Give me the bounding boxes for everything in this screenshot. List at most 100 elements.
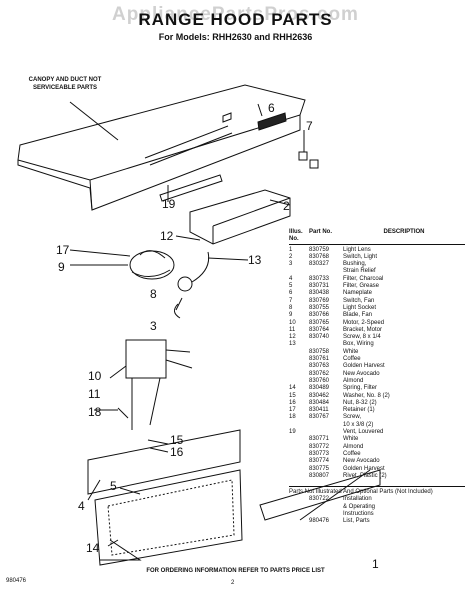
model-subtitle: For Models: RHH2630 and RHH2636 (158, 32, 313, 42)
cell-illus-no (289, 444, 309, 451)
cell-description: New Avocado (343, 458, 380, 465)
nameplate (257, 112, 287, 131)
cell-part-no: 830438 (309, 290, 330, 297)
cell-part-no: 830327 (309, 261, 330, 268)
cell-description: Rivet, Plastic (2) (343, 472, 387, 479)
table-row: 830762 New Avocado (289, 371, 465, 378)
cell-description: & Operating (343, 503, 376, 510)
cell-part-no: 830773 (309, 450, 330, 457)
cell-part-no: 830766 (309, 312, 330, 319)
hood-canopy-front (17, 115, 301, 211)
cell-illus-no: 9 (289, 312, 293, 319)
table-row: & Operating (289, 504, 465, 511)
cell-description: Switch, Light (343, 253, 378, 260)
callout-7: 7 (306, 119, 313, 133)
callout-14: 14 (86, 541, 100, 555)
table-row: 19 Vent, Louvered (289, 429, 465, 436)
callout-15: 15 (170, 433, 184, 447)
cell-illus-no: 10 (289, 319, 296, 326)
cell-illus-no (289, 466, 309, 473)
cell-part-no: 830772 (309, 443, 330, 450)
cell-illus-no: 19 (289, 429, 296, 436)
cell-description: List, Parts (343, 518, 370, 525)
cell-illus-no: 4 (289, 275, 293, 282)
cell-illus-no (289, 451, 309, 458)
cell-illus-no: 2 (289, 253, 293, 260)
cell-illus-no (289, 518, 309, 525)
cell-description: Instructions (343, 510, 374, 517)
cell-part-no: 830762 (309, 370, 330, 377)
watermark: AppliancePartsPros.com (112, 4, 359, 25)
table-row: 10 830765 Motor, 2-Speed (289, 320, 465, 327)
cell-description: Light Socket (343, 304, 377, 311)
cell-part-no: 830767 (309, 414, 330, 421)
cell-part-no: 830769 (309, 297, 330, 304)
cell-part-no: 830755 (309, 304, 330, 311)
cell-description: Almond (343, 443, 364, 450)
fan-blade-vanes (131, 250, 171, 277)
cell-description: Nut, 8-32 (2) (343, 399, 377, 406)
socket-wire (191, 251, 210, 283)
filter-spring (100, 539, 142, 561)
cell-illus-no: 12 (289, 334, 296, 341)
table-row: Instructions (289, 511, 465, 518)
cell-illus-no: 11 (289, 326, 296, 333)
motor-bracket (131, 377, 161, 430)
light-socket (177, 276, 193, 292)
cell-description: Nameplate (343, 290, 373, 297)
table-row: 830773 Coffee (289, 451, 465, 458)
table-row: 830761 Coffee (289, 356, 465, 363)
cell-illus-no: 6 (289, 290, 293, 297)
cell-part-no (309, 422, 343, 429)
cell-description: Blade, Fan (343, 312, 373, 319)
cell-description: Coffee (343, 450, 361, 457)
callout-18: 18 (88, 405, 102, 419)
cell-description: Light Lens (343, 246, 371, 253)
ordering-info: FOR ORDERING INFORMATION REFER TO PARTS … (146, 568, 325, 574)
cell-description: Motor, 2-Speed (343, 319, 385, 326)
cell-illus-no (289, 371, 309, 378)
cell-part-no: 830765 (309, 319, 330, 326)
cell-description: New Avocado (343, 370, 380, 377)
cell-illus-no: 15 (289, 392, 296, 399)
cell-illus-no (289, 504, 309, 511)
cell-description: Retainer (1) (343, 407, 375, 414)
cell-illus-no: 3 (289, 261, 293, 268)
cell-illus-no (289, 268, 309, 275)
not-included-note: Parts Not Illustrated And Optional Parts… (289, 486, 465, 496)
cell-part-no: 830733 (309, 275, 330, 282)
light-lens-panel (87, 429, 241, 495)
cell-description: Vent, Louvered (343, 429, 384, 436)
cell-part-no (309, 268, 343, 275)
strain-relief-bushing (174, 303, 181, 319)
wiring-box-edge (212, 197, 291, 244)
cell-part-no: 830761 (309, 356, 330, 363)
cell-description: Filter, Grease (343, 283, 380, 290)
cell-part-no: 830775 (309, 465, 330, 472)
cell-part-no: 830411 (309, 407, 329, 414)
cell-description: Spring, Filter (343, 385, 378, 392)
cell-description: Screw, (343, 414, 362, 421)
canopy-note: CANOPY AND DUCT NOT SERVICEABLE PARTS (28, 77, 102, 91)
header-description: DESCRIPTION (383, 229, 425, 235)
callout-2: 2 (283, 199, 290, 213)
cell-description: Coffee (343, 356, 361, 363)
callout-12: 12 (160, 229, 174, 243)
cell-description: Golden Harvest (343, 363, 385, 370)
cell-description: Installation (343, 496, 372, 503)
cell-part-no (309, 429, 343, 436)
